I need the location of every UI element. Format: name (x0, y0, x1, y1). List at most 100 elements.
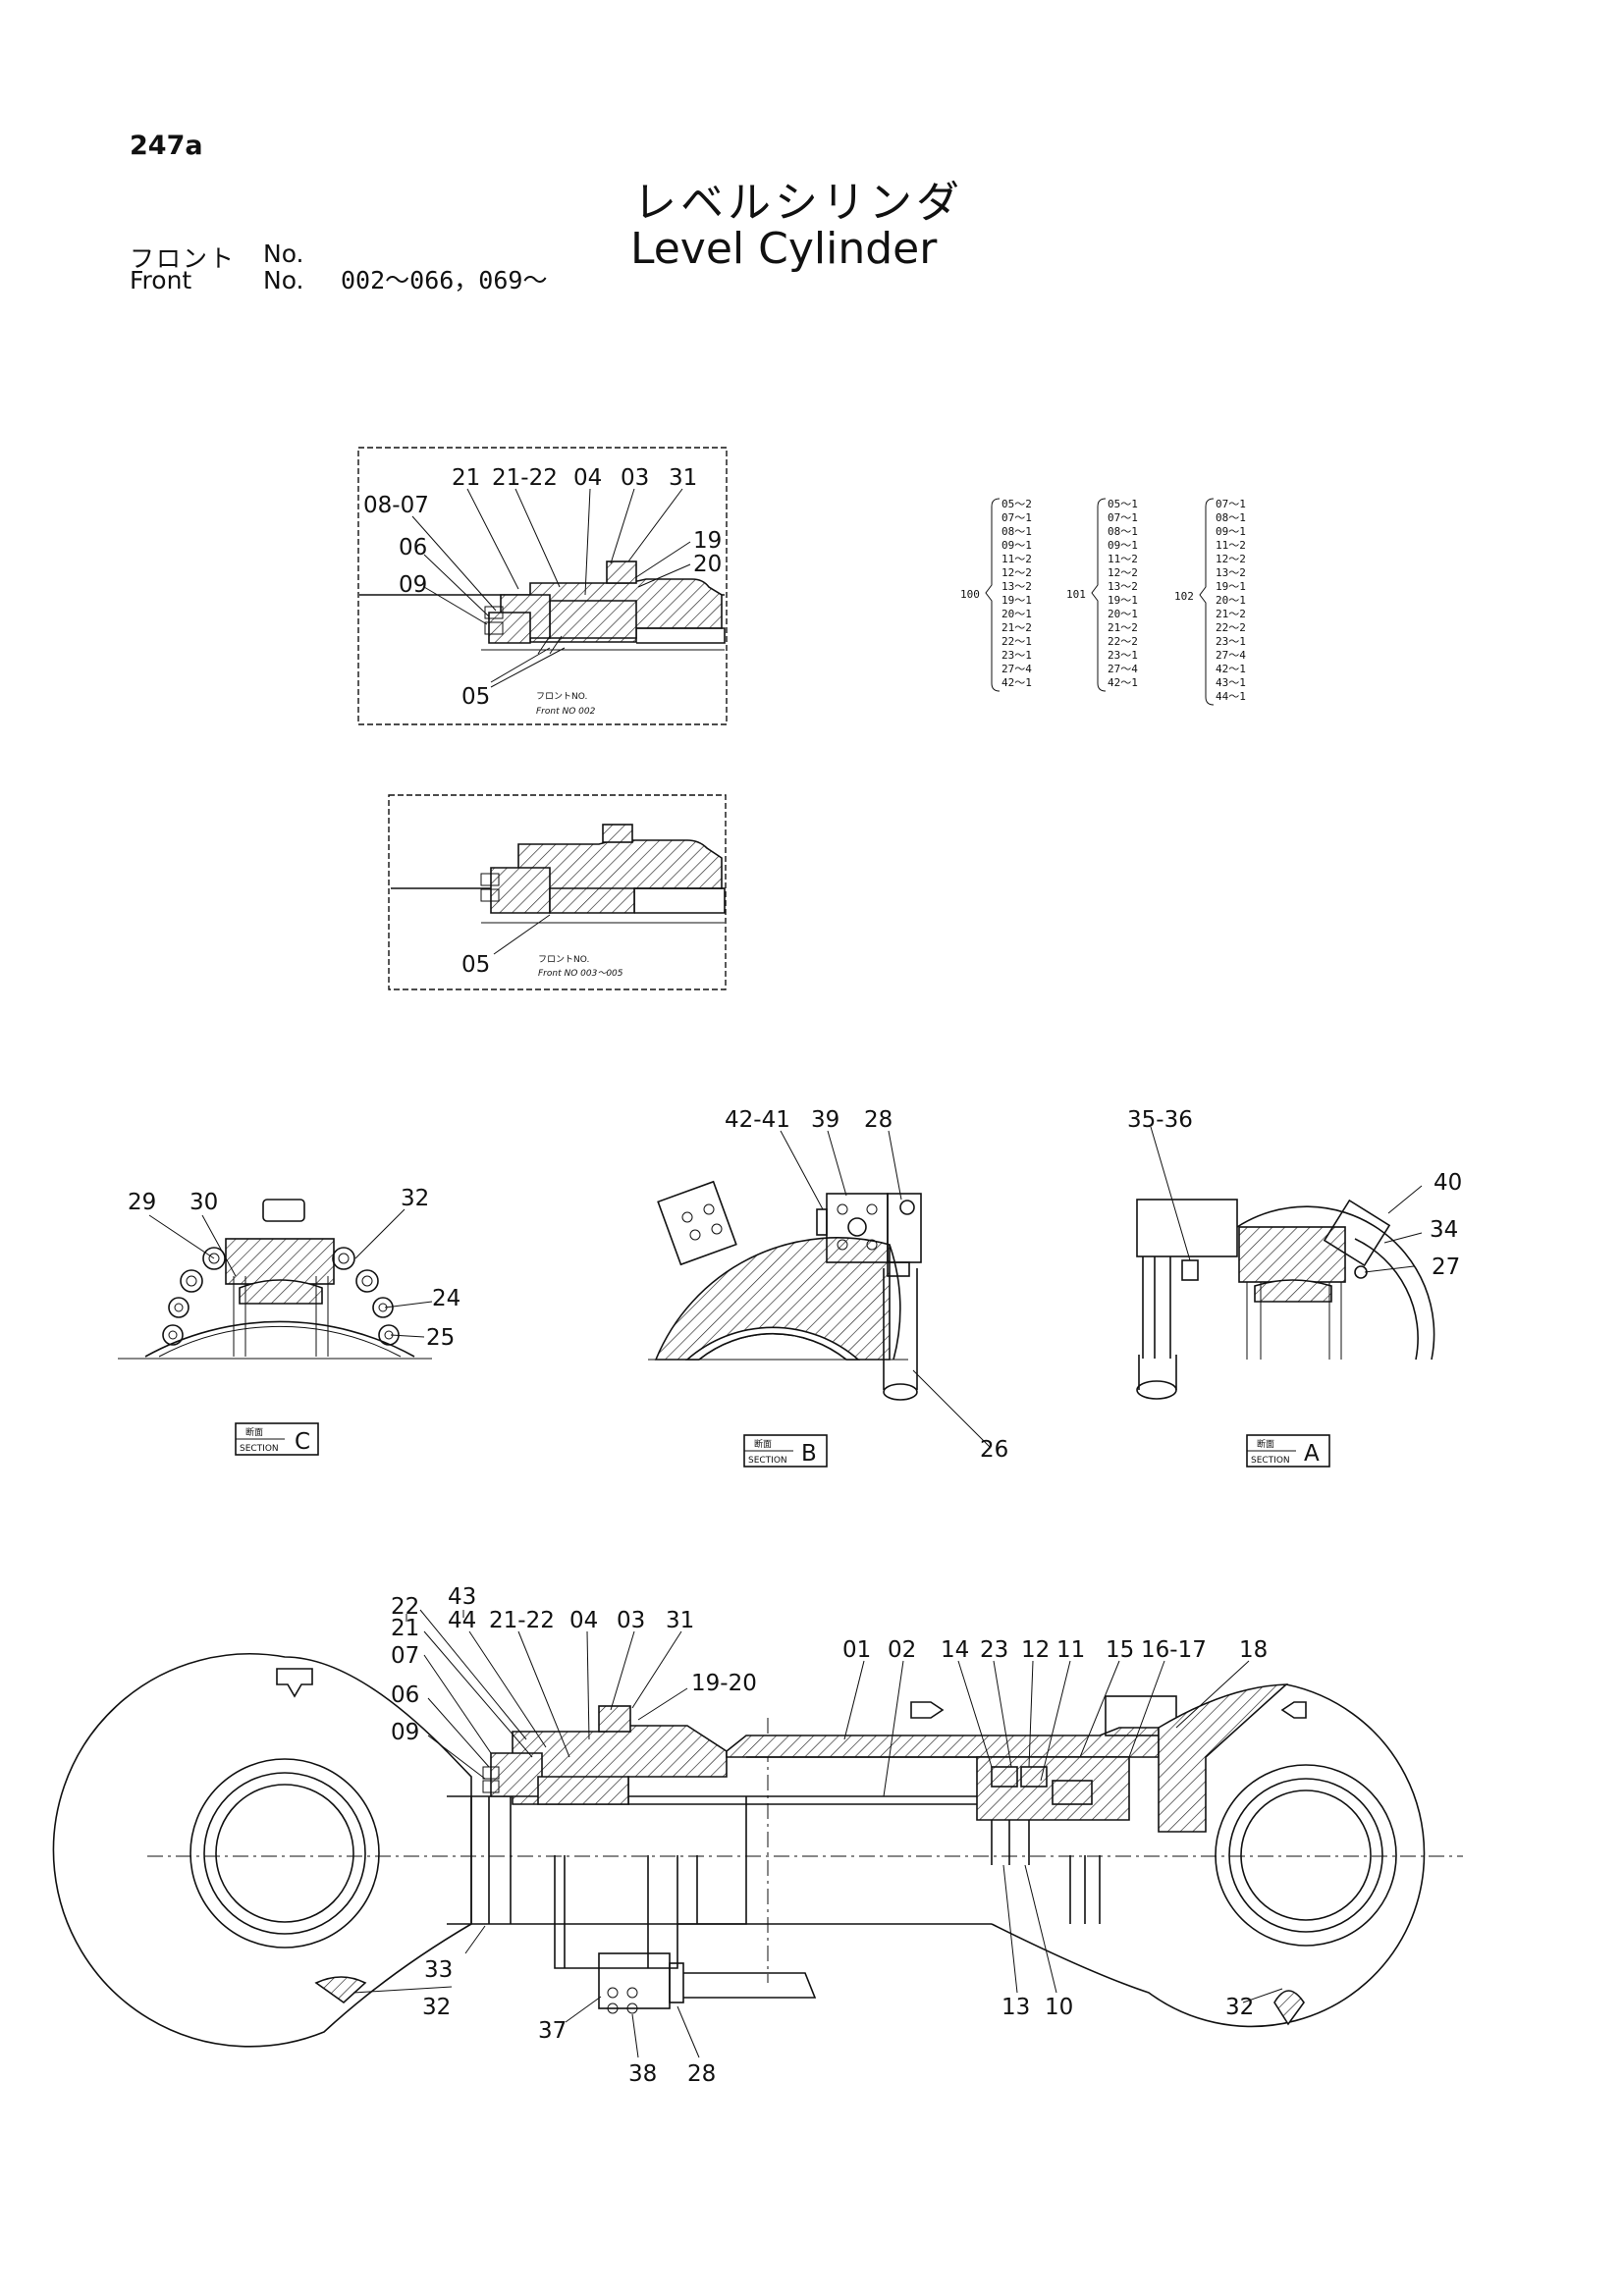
d1-label-03: 03 (621, 465, 649, 491)
detail-1-frame (357, 447, 728, 725)
section-b-leaders (780, 1130, 991, 1448)
section-a-view (1136, 1199, 1435, 1400)
main-label-22: 22 (391, 1594, 419, 1620)
d2-label-05: 05 (461, 952, 490, 978)
sb-tag-jp: 断面 (754, 1438, 772, 1450)
main-label-32-right: 32 (1225, 1995, 1254, 2020)
main-label-15: 15 (1106, 1637, 1134, 1663)
d2-leader (493, 914, 551, 955)
kit-101-item-13: 27～4 (1108, 663, 1138, 675)
sb-label-39: 39 (811, 1107, 839, 1133)
kit-102-item-15: 44～1 (1216, 690, 1246, 703)
no-label-1: No. (263, 240, 304, 268)
d2-caption-jp: フロントNO. (538, 955, 589, 965)
main-label-33: 33 (424, 1957, 453, 1983)
main-label-21: 21 (391, 1616, 419, 1641)
main-label-09: 09 (391, 1720, 419, 1745)
main-label-23: 23 (980, 1637, 1008, 1663)
section-c-tag: 断面 SECTION C (235, 1422, 319, 1456)
sb-tag-en: SECTION (748, 1456, 787, 1466)
sa-tag-en: SECTION (1251, 1456, 1290, 1466)
kit-101-item-6: 12～2 (1108, 566, 1138, 579)
main-label-44: 44 (448, 1608, 476, 1633)
kit-100-item-10: 21～2 (1001, 621, 1032, 634)
main-label-10: 10 (1045, 1995, 1073, 2020)
kit-102-item-9: 21～2 (1216, 608, 1246, 620)
d1-caption-jp: フロントNO. (536, 692, 587, 702)
kit-100-item-7: 13～2 (1001, 580, 1032, 593)
kit-100-item-3: 08～1 (1001, 525, 1032, 538)
kit-102-item-10: 22～2 (1216, 621, 1246, 634)
main-label-03: 03 (617, 1608, 645, 1633)
main-label-37: 37 (538, 2018, 567, 2044)
kit-101-item-3: 08～1 (1108, 525, 1138, 538)
sc-label-29: 29 (128, 1190, 156, 1215)
kit-102-item-3: 09～1 (1216, 525, 1246, 538)
title-japanese: レベルシリンダ (633, 178, 963, 228)
kit-101-item-10: 21～2 (1108, 621, 1138, 634)
sb-label-28: 28 (864, 1107, 893, 1133)
seal-kit-100: 100 05～2 07～1 08～1 09～1 11～2 12～2 13～2 1… (960, 498, 1032, 692)
sa-label-34: 34 (1430, 1217, 1458, 1243)
sa-label-40: 40 (1434, 1170, 1462, 1196)
kit-100-item-8: 19～1 (1001, 594, 1032, 607)
main-label-02: 02 (888, 1637, 916, 1663)
kit-101-item-1: 05～1 (1108, 498, 1138, 510)
kit-100-item-9: 20～1 (1001, 608, 1032, 620)
sa-label-27: 27 (1432, 1255, 1460, 1280)
seal-kit-101: 101 05～1 07～1 08～1 09～1 11～2 12～2 13～2 1… (1066, 498, 1138, 692)
section-a-leaders (1150, 1126, 1423, 1273)
kit-101-item-8: 19～1 (1108, 594, 1138, 607)
kit-100-item-14: 42～1 (1001, 676, 1032, 689)
d1-label-19: 19 (693, 528, 722, 554)
d1-label-31: 31 (669, 465, 697, 491)
d1-label-05: 05 (461, 684, 490, 710)
d2-caption-en: Front NO 003～005 (538, 969, 623, 979)
detail-front-003-005 (388, 794, 727, 990)
main-label-28: 28 (687, 2061, 716, 2087)
sa-label-35-36: 35-36 (1127, 1107, 1193, 1133)
no-label-2: No. (263, 266, 304, 294)
kit-100-item-12: 23～1 (1001, 649, 1032, 662)
front-label-english: Front (130, 266, 192, 294)
kit-101-item-9: 20～1 (1108, 608, 1138, 620)
kit-101-item-5: 11～2 (1108, 553, 1138, 565)
kit-100-item-13: 27～4 (1001, 663, 1032, 675)
main-label-21-22: 21-22 (489, 1608, 555, 1633)
main-label-12: 12 (1021, 1637, 1050, 1663)
sc-label-25: 25 (426, 1325, 455, 1351)
sb-label-42-41: 42-41 (725, 1107, 790, 1133)
main-label-16-17: 16-17 (1141, 1637, 1207, 1663)
kit-102-item-8: 20～1 (1216, 594, 1246, 607)
detail-2-frame (388, 794, 727, 990)
d1-label-04: 04 (573, 465, 602, 491)
main-label-38: 38 (628, 2061, 657, 2087)
main-label-13: 13 (1001, 1995, 1030, 2020)
main-label-19-20: 19-20 (691, 1671, 757, 1696)
d1-label-06: 06 (399, 535, 427, 561)
d1-label-09: 09 (399, 572, 427, 598)
kit-101-item-2: 07～1 (1108, 511, 1138, 524)
kit-102-item-2: 08～1 (1216, 511, 1246, 524)
d1-label-20: 20 (693, 552, 722, 577)
detail-1-leaders (411, 488, 691, 688)
kit-102-id: 102 (1174, 590, 1194, 603)
section-b-view (648, 1180, 922, 1401)
main-label-06: 06 (391, 1682, 419, 1708)
sa-tag-jp: 断面 (1257, 1438, 1274, 1450)
kit-102-item-14: 43～1 (1216, 676, 1246, 689)
main-label-43: 43 (448, 1584, 476, 1610)
d1-caption-en: Front NO 002 (536, 707, 596, 717)
d1-label-08-07: 08-07 (363, 493, 429, 518)
kit-102-item-7: 19～1 (1216, 580, 1246, 593)
main-label-04: 04 (569, 1608, 598, 1633)
main-label-07: 07 (391, 1643, 419, 1669)
kit-100-item-6: 12～2 (1001, 566, 1032, 579)
kit-100-item-5: 11～2 (1001, 553, 1032, 565)
sc-tag-jp: 断面 (245, 1426, 263, 1438)
kit-102-item-12: 27～4 (1216, 649, 1246, 662)
kit-102-item-6: 13～2 (1216, 566, 1246, 579)
kit-100-item-1: 05～2 (1001, 498, 1032, 510)
main-label-32-left: 32 (422, 1995, 451, 2020)
